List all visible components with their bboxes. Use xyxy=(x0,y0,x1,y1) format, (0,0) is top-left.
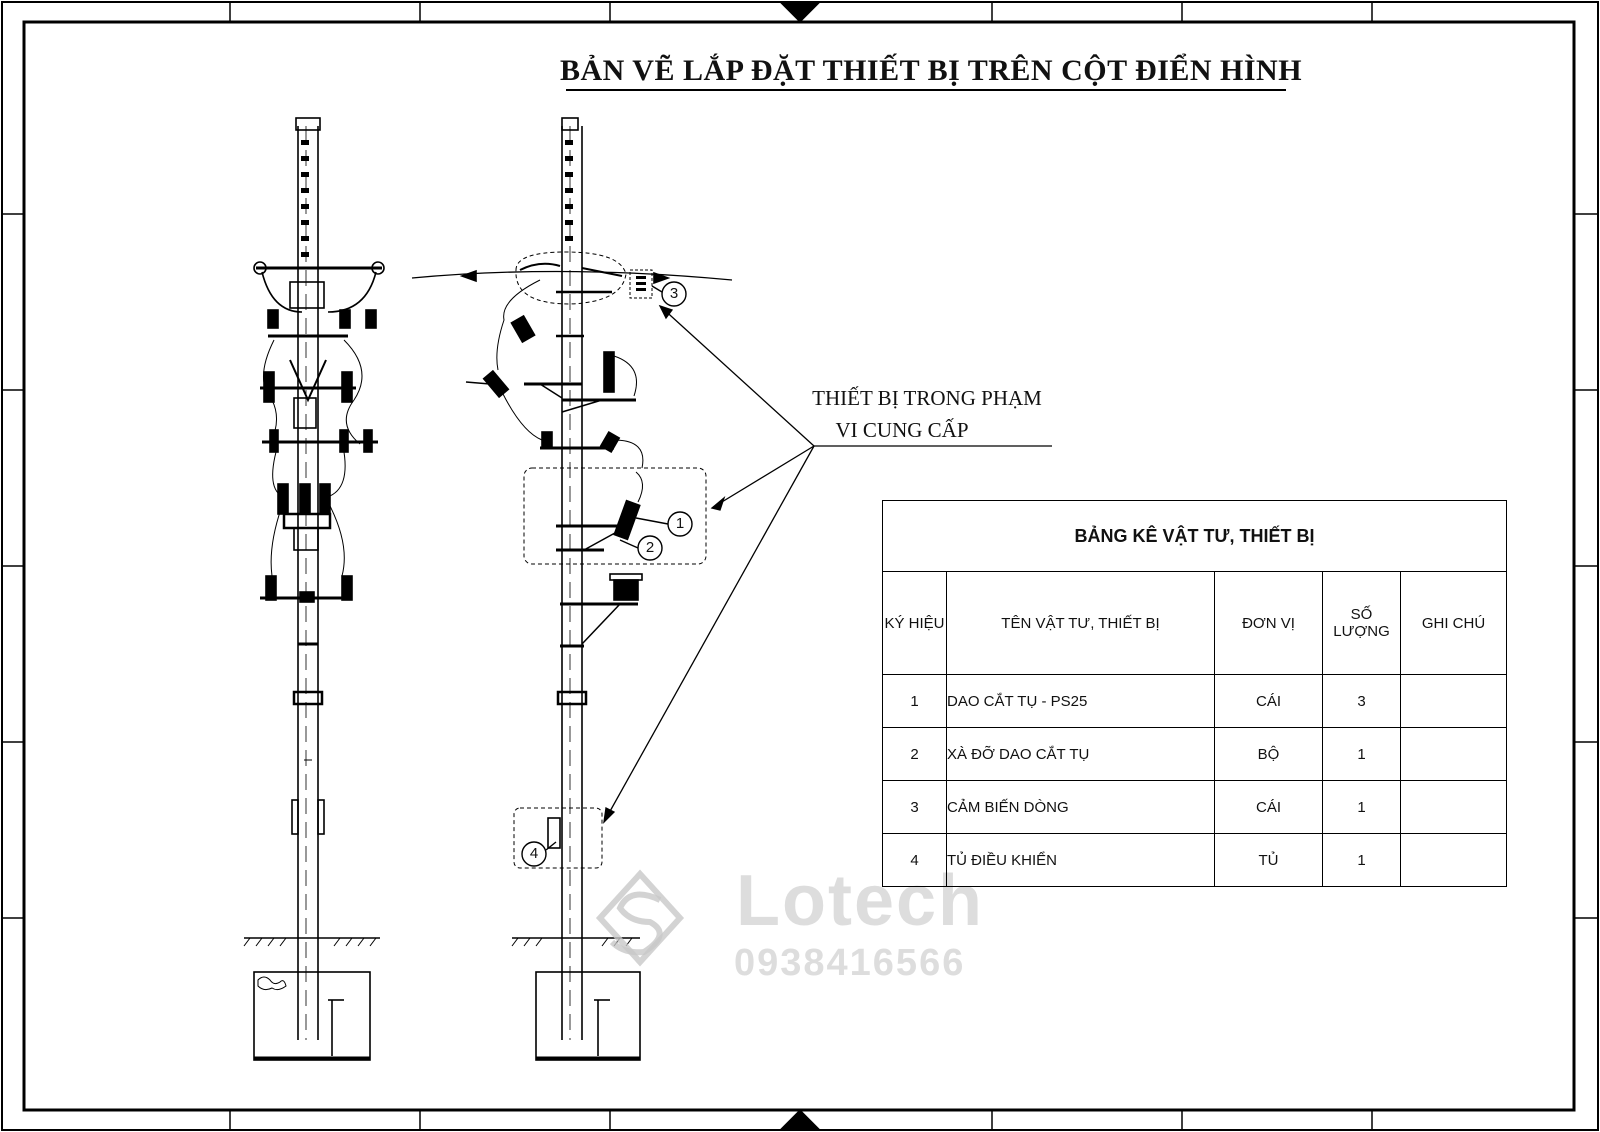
table-caption: BẢNG KÊ VẬT TƯ, THIẾT BỊ xyxy=(882,500,1507,572)
table-header-row: KÝ HIỆU TÊN VẬT TƯ, THIẾT BỊ ĐƠN VỊ SỐ L… xyxy=(882,571,1507,675)
scope-note-line1: THIẾT BỊ TRONG PHẠM xyxy=(812,386,1042,410)
scope-note-line2: VI CUNG CẤP xyxy=(835,418,969,442)
cell-unit: TỦ xyxy=(1214,833,1323,887)
cell-symbol: 2 xyxy=(882,727,947,781)
table-row: 3 CẢM BIẾN DÒNG CÁI 1 xyxy=(882,780,1507,834)
cell-note xyxy=(1400,674,1507,728)
cell-name: CẢM BIẾN DÒNG xyxy=(946,780,1215,834)
callout-label-1: 1 xyxy=(675,515,685,532)
center-mark-top xyxy=(778,1,822,23)
cell-note xyxy=(1400,780,1507,834)
center-mark-bottom xyxy=(778,1109,822,1131)
drawing-title: BẢN VẼ LẮP ĐẶT THIẾT BỊ TRÊN CỘT ĐIỂN HÌ… xyxy=(560,54,1303,87)
right-pole-side-view xyxy=(411,117,733,1061)
cell-qty: 3 xyxy=(1322,674,1401,728)
cell-qty: 1 xyxy=(1322,727,1401,781)
cell-note xyxy=(1400,727,1507,781)
header-note: GHI CHÚ xyxy=(1400,571,1507,675)
table-row: 4 TỦ ĐIỀU KHIỂN TỦ 1 xyxy=(882,833,1507,887)
table-row: 2 XÀ ĐỠ DAO CẮT TỤ BỘ 1 xyxy=(882,727,1507,781)
cell-symbol: 4 xyxy=(882,833,947,887)
cell-qty: 1 xyxy=(1322,833,1401,887)
cell-name: DAO CẮT TỤ - PS25 xyxy=(946,674,1215,728)
cell-unit: BỘ xyxy=(1214,727,1323,781)
callout-label-2: 2 xyxy=(645,539,655,556)
header-qty-line2: LƯỢNG xyxy=(1333,623,1390,640)
header-qty: SỐ LƯỢNG xyxy=(1322,571,1401,675)
header-name: TÊN VẬT TƯ, THIẾT BỊ xyxy=(946,571,1215,675)
cell-symbol: 3 xyxy=(882,780,947,834)
watermark-phone: 0938416566 xyxy=(734,942,966,984)
cell-note xyxy=(1400,833,1507,887)
cell-unit: CÁI xyxy=(1214,780,1323,834)
bill-of-materials-table: BẢNG KÊ VẬT TƯ, THIẾT BỊ KÝ HIỆU TÊN VẬT… xyxy=(882,500,1507,887)
cell-unit: CÁI xyxy=(1214,674,1323,728)
cell-symbol: 1 xyxy=(882,674,947,728)
header-qty-line1: SỐ xyxy=(1350,606,1373,623)
header-symbol: KÝ HIỆU xyxy=(882,571,947,675)
callout-circle-3 xyxy=(661,281,687,307)
callout-label-4: 4 xyxy=(529,845,539,862)
cell-name: TỦ ĐIỀU KHIỂN xyxy=(946,833,1215,887)
cell-name: XÀ ĐỠ DAO CẮT TỤ xyxy=(946,727,1215,781)
callout-circle-4 xyxy=(521,841,547,867)
cell-qty: 1 xyxy=(1322,780,1401,834)
left-pole-front-view xyxy=(243,117,385,1061)
callout-circles xyxy=(521,281,693,867)
watermark-logo xyxy=(595,869,685,967)
note-leaders xyxy=(603,304,1052,824)
header-unit: ĐƠN VỊ xyxy=(1214,571,1323,675)
callout-label-3: 3 xyxy=(669,285,679,302)
table-row: 1 DAO CẮT TỤ - PS25 CÁI 3 xyxy=(882,674,1507,728)
